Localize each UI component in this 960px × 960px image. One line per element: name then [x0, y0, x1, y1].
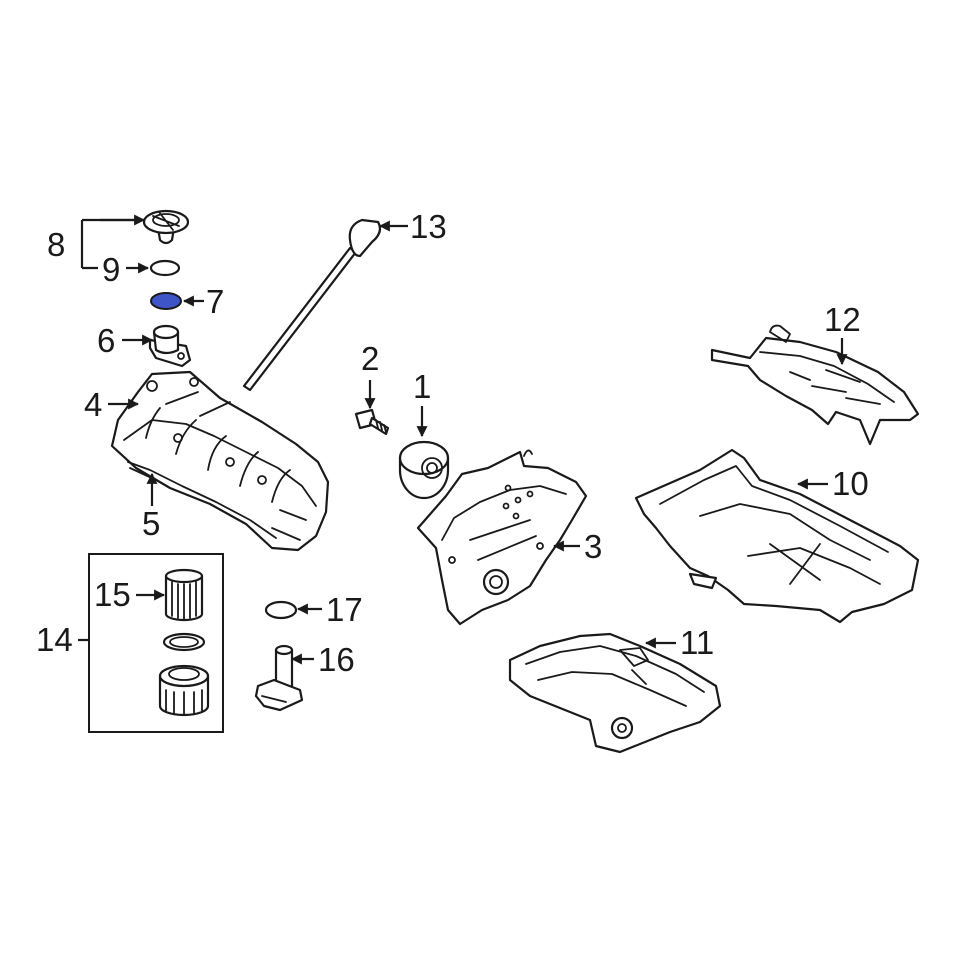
callout-6: 6 — [97, 322, 115, 359]
callout-12: 12 — [824, 301, 861, 338]
oil-level-sensor[interactable] — [254, 644, 304, 712]
oil-filter-element[interactable] — [164, 568, 204, 622]
oil-filler-cap[interactable] — [142, 209, 190, 245]
oil-filter-housing-cap[interactable] — [158, 664, 210, 717]
callout-17: 17 — [326, 591, 363, 628]
callout-labels: 8 9 7 6 4 5 2 1 3 13 12 10 11 14 15 17 1… — [36, 208, 869, 678]
oil-filter-kit-box — [88, 553, 224, 733]
callout-1: 1 — [413, 368, 431, 405]
callout-14: 14 — [36, 621, 73, 658]
cap-o-ring[interactable] — [149, 259, 181, 277]
leader-lines — [78, 214, 848, 665]
oil-filler-neck[interactable] — [148, 324, 192, 368]
filler-neck-seal-highlighted[interactable] — [150, 292, 182, 310]
heat-shield[interactable] — [710, 324, 920, 446]
oil-pan-lower[interactable] — [508, 632, 722, 754]
callout-13: 13 — [410, 208, 447, 245]
callout-2: 2 — [361, 340, 379, 377]
sensor-o-ring[interactable] — [264, 600, 298, 620]
bolt[interactable] — [354, 408, 390, 436]
callout-15: 15 — [94, 576, 131, 613]
crankshaft-seal[interactable] — [398, 440, 450, 500]
oil-filter-gasket[interactable] — [162, 632, 206, 652]
callout-7: 7 — [206, 283, 224, 320]
callout-11: 11 — [680, 624, 714, 661]
callout-4: 4 — [84, 386, 102, 423]
callout-3: 3 — [584, 528, 602, 565]
callout-9: 9 — [102, 251, 120, 288]
callout-5: 5 — [142, 505, 160, 542]
oil-pan-upper[interactable] — [634, 448, 920, 624]
callout-10: 10 — [832, 465, 869, 502]
dipstick[interactable] — [242, 218, 382, 392]
valve-cover[interactable] — [110, 370, 330, 552]
timing-cover[interactable] — [416, 449, 588, 626]
callout-16: 16 — [318, 641, 355, 678]
callout-8: 8 — [47, 226, 65, 263]
